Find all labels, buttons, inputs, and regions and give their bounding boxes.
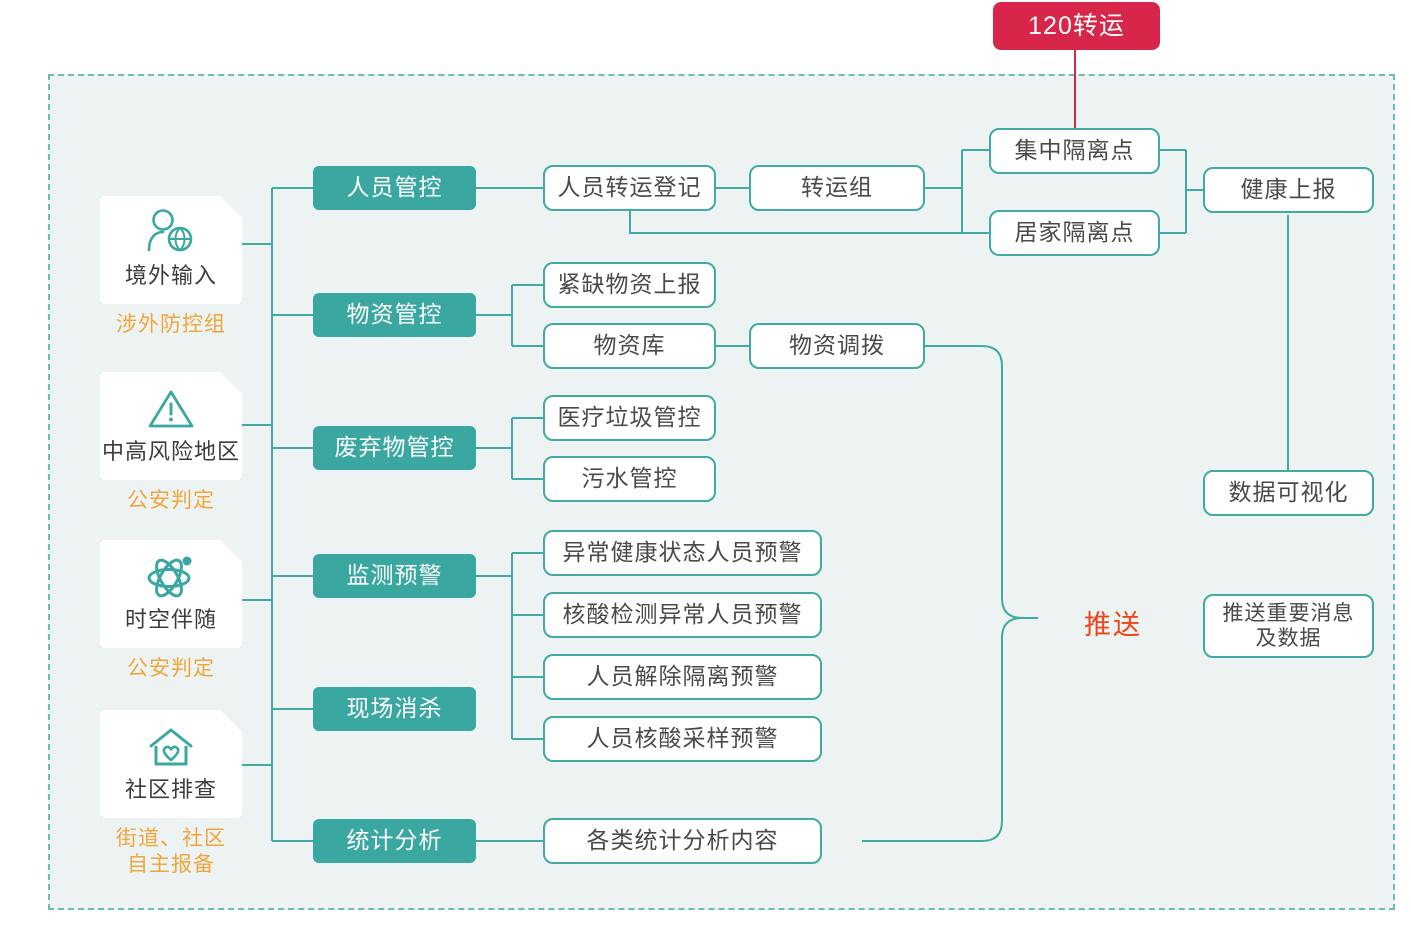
node-supply-allocation[interactable]: 物资调拨 [749, 323, 925, 369]
category-supply-control[interactable]: 物资管控 [313, 293, 476, 337]
category-statistics-analysis[interactable]: 统计分析 [313, 819, 476, 863]
node-transfer-group[interactable]: 转运组 [749, 165, 925, 211]
category-monitoring-alert[interactable]: 监测预警 [313, 554, 476, 598]
node-medical-waste[interactable]: 医疗垃圾管控 [543, 395, 716, 441]
node-alert-pcr-sampling[interactable]: 人员核酸采样预警 [543, 716, 822, 762]
source-card-high-risk[interactable]: 中高风险地区 [100, 372, 242, 480]
category-waste-control[interactable]: 废弃物管控 [313, 426, 476, 470]
push-label: 推送 [1084, 610, 1142, 640]
source-sub-overseas: 涉外防控组 [116, 313, 226, 336]
source-card-label: 中高风险地区 [101, 439, 240, 464]
node-supply-warehouse[interactable]: 物资库 [543, 323, 716, 369]
node-urgent-supply-report[interactable]: 紧缺物资上报 [543, 262, 716, 308]
source-card-label: 社区排查 [124, 777, 217, 802]
source-sub-community: 街道、社区 自主报备 [116, 827, 226, 877]
node-central-quarantine[interactable]: 集中隔离点 [989, 128, 1160, 174]
source-card-overseas[interactable]: 境外输入 [100, 196, 242, 304]
source-card-community[interactable]: 社区排查 [100, 710, 242, 818]
node-sewage-control[interactable]: 污水管控 [543, 456, 716, 502]
node-alert-abnormal-pcr[interactable]: 核酸检测异常人员预警 [543, 592, 822, 638]
source-sub-high-risk: 公安判定 [127, 489, 215, 512]
node-transfer-register[interactable]: 人员转运登记 [543, 165, 716, 211]
source-sub-spacetime: 公安判定 [127, 657, 215, 680]
node-alert-release-quarantine[interactable]: 人员解除隔离预警 [543, 654, 822, 700]
node-home-quarantine[interactable]: 居家隔离点 [989, 210, 1160, 256]
node-push-important[interactable]: 推送重要消息 及数据 [1203, 594, 1374, 658]
house-heart-icon [142, 718, 200, 774]
category-personnel-control[interactable]: 人员管控 [313, 166, 476, 210]
badge-120-transfer[interactable]: 120转运 [993, 2, 1160, 50]
category-onsite-disinfection[interactable]: 现场消杀 [313, 687, 476, 731]
source-card-label: 境外输入 [124, 263, 217, 288]
source-card-label: 时空伴随 [124, 607, 217, 632]
node-stat-contents[interactable]: 各类统计分析内容 [543, 818, 822, 864]
node-data-visualization[interactable]: 数据可视化 [1203, 470, 1374, 516]
warning-triangle-icon [143, 380, 199, 436]
source-card-spacetime[interactable]: 时空伴随 [100, 540, 242, 648]
node-health-report[interactable]: 健康上报 [1203, 167, 1374, 213]
atom-orbit-icon [142, 548, 200, 604]
node-alert-abnormal-health[interactable]: 异常健康状态人员预警 [543, 530, 822, 576]
person-globe-icon [141, 204, 201, 260]
